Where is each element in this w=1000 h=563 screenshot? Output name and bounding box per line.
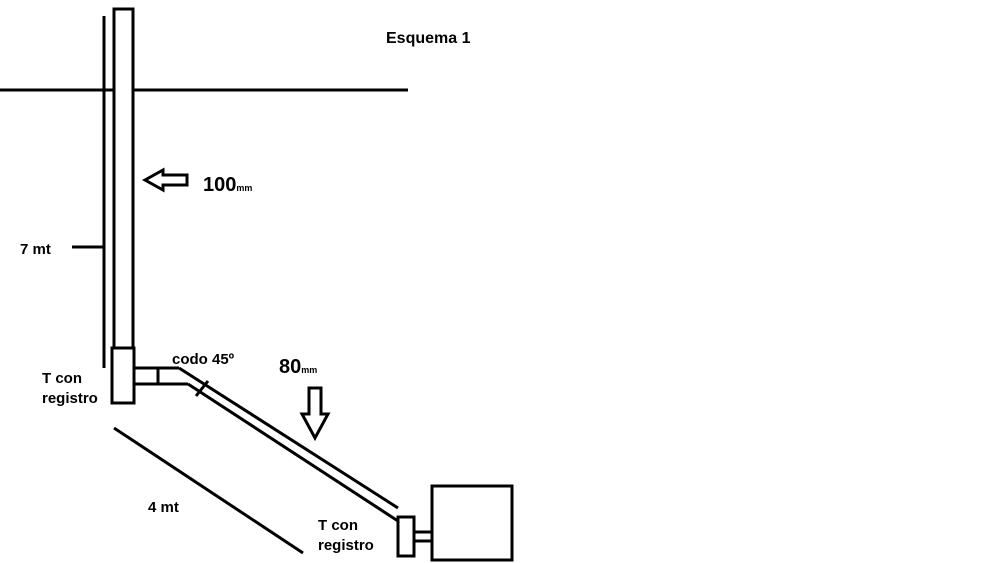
sloped-diameter-label: 80mm bbox=[279, 356, 317, 378]
arrow-down-icon bbox=[299, 386, 331, 442]
tee-bottom-label-line1: T con bbox=[318, 517, 358, 534]
sloped-diameter-unit: mm bbox=[301, 365, 317, 375]
elbow-joint-line bbox=[194, 380, 210, 397]
height-label: 7 mt bbox=[20, 241, 51, 258]
arrow-left-icon bbox=[141, 167, 189, 193]
tee-fitting-top bbox=[110, 346, 136, 405]
diagram-title: Esquema 1 bbox=[386, 30, 471, 47]
sloped-pipe-top-edge bbox=[178, 366, 399, 510]
sloped-diameter-value: 80 bbox=[279, 356, 301, 378]
vertical-diameter-label: 100mm bbox=[203, 174, 252, 196]
elbow-label: codo 45º bbox=[172, 351, 235, 368]
vertical-diameter-unit: mm bbox=[236, 183, 252, 193]
sloped-pipe-bottom-edge bbox=[187, 382, 399, 523]
tee-fitting-bottom bbox=[396, 515, 416, 558]
vertical-diameter-value: 100 bbox=[203, 174, 236, 196]
tee-bottom-label-line2: registro bbox=[318, 537, 374, 554]
length-label: 4 mt bbox=[148, 499, 179, 516]
vertical-pipe bbox=[112, 7, 135, 353]
tee-top-label-line1: T con bbox=[42, 370, 82, 387]
tank-box bbox=[430, 484, 514, 562]
length-dimension-line bbox=[113, 426, 304, 555]
tee-top-label-line2: registro bbox=[42, 390, 98, 407]
